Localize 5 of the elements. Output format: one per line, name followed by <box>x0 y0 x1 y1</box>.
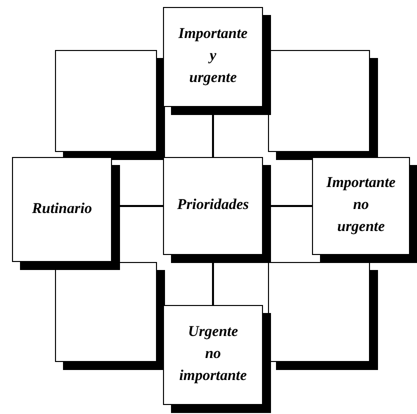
box-label: Importante y urgente <box>177 25 249 88</box>
box-label: Prioridades <box>176 196 250 216</box>
box-label: Urgente no importante <box>178 323 248 386</box>
box-label: Importante no urgente <box>325 174 397 237</box>
box-label: Rutinario <box>30 200 94 219</box>
